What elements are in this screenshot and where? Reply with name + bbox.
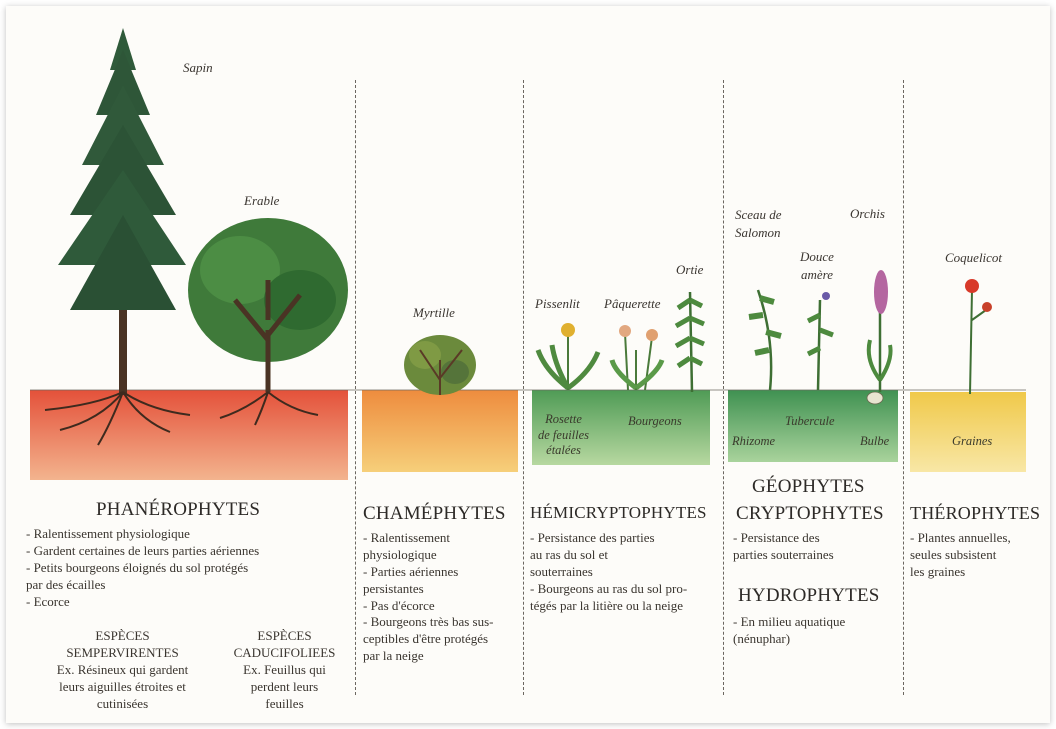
desc-chamephytes: - Ralentissement physiologique - Parties… (363, 530, 521, 665)
ortie-plant (676, 292, 704, 392)
label-douce-amere: Douceamère (800, 248, 834, 283)
divider-3 (723, 80, 724, 695)
douce-amere-plant (808, 292, 833, 390)
divider-2 (523, 80, 524, 695)
desc-therophytes: - Plantes annuelles, seules subsistent l… (910, 530, 1040, 581)
title-cryptophytes: CRYPTOPHYTES (736, 503, 884, 525)
soil-therophytes (910, 392, 1026, 472)
label-ortie: Ortie (676, 262, 703, 278)
label-graines: Graines (952, 434, 992, 450)
title-phanerophytes: PHANÉROPHYTES (96, 499, 260, 521)
label-coquelicot: Coquelicot (945, 250, 1002, 266)
label-sceau-de-salomon: Sceau deSalomon (735, 206, 782, 241)
label-paquerette: Pâquerette (604, 296, 661, 312)
title-hydrophytes: HYDROPHYTES (738, 585, 880, 607)
soil-phanerophytes (30, 390, 348, 480)
desc-geophytes: - Persistance des parties souterraines (733, 530, 898, 564)
species-sempervirentes: ESPÈCES SEMPERVIRENTES Ex. Résineux qui … (40, 628, 205, 712)
desc-phanerophytes: - Ralentissement physiologique - Gardent… (26, 526, 346, 610)
label-rhizome: Rhizome (732, 434, 775, 450)
species-caducifoliees: ESPÈCES CADUCIFOLIEES Ex. Feuillus qui p… (222, 628, 347, 712)
title-geophytes: GÉOPHYTES (752, 476, 865, 498)
label-bourgeons: Bourgeons (628, 414, 682, 430)
label-sapin: Sapin (183, 60, 213, 76)
label-orchis: Orchis (850, 206, 885, 222)
label-rosette: Rosettede feuillesétalées (538, 412, 589, 459)
soil-chamephytes (362, 390, 518, 472)
label-bulbe: Bulbe (860, 434, 889, 450)
orchis-plant (867, 270, 891, 404)
paquerette-plant (612, 325, 662, 390)
label-myrtille: Myrtille (413, 305, 455, 321)
title-therophytes: THÉROPHYTES (910, 503, 1040, 524)
label-pissenlit: Pissenlit (535, 296, 580, 312)
label-tubercule: Tubercule (785, 414, 835, 430)
title-hemicryptophytes: HÉMICRYPTOPHYTES (530, 503, 707, 523)
sceau-de-salomon-plant (749, 290, 781, 390)
divider-4 (903, 80, 904, 695)
sapin-tree (45, 28, 190, 445)
desc-hydrophytes: - En milieu aquatique (nénuphar) (733, 614, 898, 648)
divider-1 (355, 80, 356, 695)
label-erable: Erable (244, 193, 279, 209)
title-chamephytes: CHAMÉPHYTES (363, 503, 506, 525)
myrtille-shrub (404, 335, 476, 395)
coquelicot-plant (965, 279, 992, 394)
pissenlit-plant (538, 323, 598, 390)
desc-hemicryptophytes: - Persistance des parties au ras du sol … (530, 530, 720, 614)
